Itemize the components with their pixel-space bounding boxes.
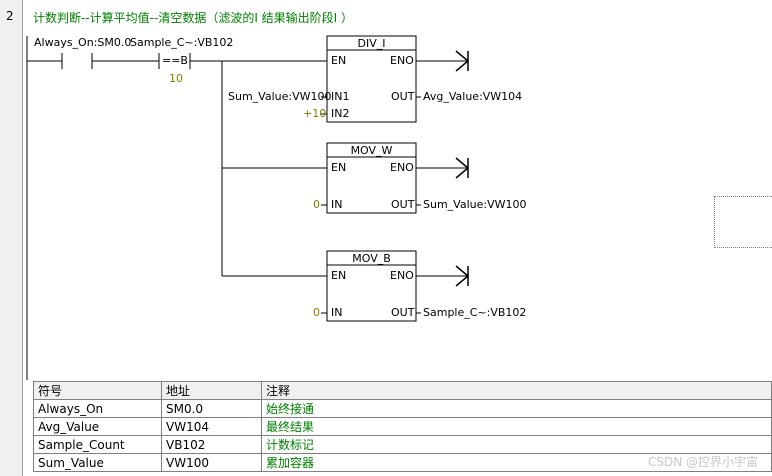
table-row[interactable]: Avg_Value VW104 最终结果: [33, 417, 772, 436]
contact-label-always-on: Always_On:SM0.0: [34, 36, 132, 49]
address-cell[interactable]: SM0.0: [161, 399, 262, 418]
table-row[interactable]: Always_On SM0.0 始终接通: [33, 399, 772, 418]
compare-operator: ==B: [162, 54, 188, 67]
symbol-table: 符号 地址 注释 Always_On SM0.0 始终接通 Avg_Value …: [33, 381, 772, 472]
comment-cell[interactable]: 累加容器: [261, 453, 772, 472]
comment-cell[interactable]: 计数标记: [261, 435, 772, 454]
comment-cell[interactable]: 最终结果: [261, 417, 772, 436]
pin-en: EN: [331, 161, 347, 174]
block-title: MOV_B: [352, 252, 391, 265]
symbol-cell[interactable]: Sum_Value: [33, 453, 162, 472]
pin-out: OUT: [391, 198, 415, 211]
pin-in2: IN2: [331, 107, 350, 120]
address-cell[interactable]: VW100: [161, 453, 262, 472]
contact-always-on[interactable]: [61, 53, 93, 69]
eno-arrow-icon: [455, 265, 470, 287]
symbol-cell[interactable]: Avg_Value: [33, 417, 162, 436]
mov-w-block[interactable]: [326, 142, 417, 214]
operand-in[interactable]: 0: [313, 198, 320, 211]
pin-out: OUT: [391, 306, 415, 319]
symbol-cell[interactable]: Sample_Count: [33, 435, 162, 454]
pin-eno: ENO: [390, 161, 414, 174]
selection-marquee: [714, 196, 772, 248]
operand-out[interactable]: Avg_Value:VW104: [423, 90, 523, 103]
ladder-diagram: [26, 35, 470, 380]
column-header[interactable]: 注释: [261, 381, 772, 400]
table-row[interactable]: Sample_Count VB102 计数标记: [33, 435, 772, 454]
eno-arrow-icon: [455, 157, 470, 179]
compare-value[interactable]: 10: [169, 72, 183, 85]
column-header[interactable]: 地址: [161, 381, 262, 400]
pin-eno: ENO: [390, 269, 414, 282]
watermark: CSDN @控界小宇宙: [647, 455, 758, 469]
pin-eno: ENO: [390, 54, 414, 67]
contact-label-sample: Sample_C~:VB102: [130, 36, 234, 49]
operand-in1[interactable]: Sum_Value:VW100: [228, 90, 332, 103]
operand-out[interactable]: Sum_Value:VW100: [423, 198, 527, 211]
mov-b-block[interactable]: [326, 250, 417, 322]
operand-in[interactable]: 0: [313, 306, 320, 319]
block-title: MOV_W: [350, 144, 393, 157]
pin-en: EN: [331, 269, 347, 282]
pin-out: OUT: [391, 90, 415, 103]
table-header-row: 符号 地址 注释: [33, 381, 772, 400]
comment-cell[interactable]: 始终接通: [261, 399, 772, 418]
pin-en: EN: [331, 54, 347, 67]
address-cell[interactable]: VB102: [161, 435, 262, 454]
block-title: DIV_I: [357, 37, 386, 50]
eno-arrow-icon: [455, 50, 470, 72]
address-cell[interactable]: VW104: [161, 417, 262, 436]
network-number: 2: [6, 9, 14, 23]
symbol-cell[interactable]: Always_On: [33, 399, 162, 418]
operand-out[interactable]: Sample_C~:VB102: [423, 306, 527, 319]
pin-in1: IN1: [331, 90, 350, 103]
network-gutter: [0, 0, 23, 476]
pin-in: IN: [331, 306, 343, 319]
operand-in2[interactable]: +10: [303, 107, 327, 120]
column-header[interactable]: 符号: [33, 381, 162, 400]
network-title[interactable]: 计数判断--计算平均值--清空数据（滤波的Ⅰ 结果输出阶段Ⅰ ）: [33, 11, 354, 25]
pin-in: IN: [331, 198, 343, 211]
table-row[interactable]: Sum_Value VW100 累加容器: [33, 453, 772, 472]
